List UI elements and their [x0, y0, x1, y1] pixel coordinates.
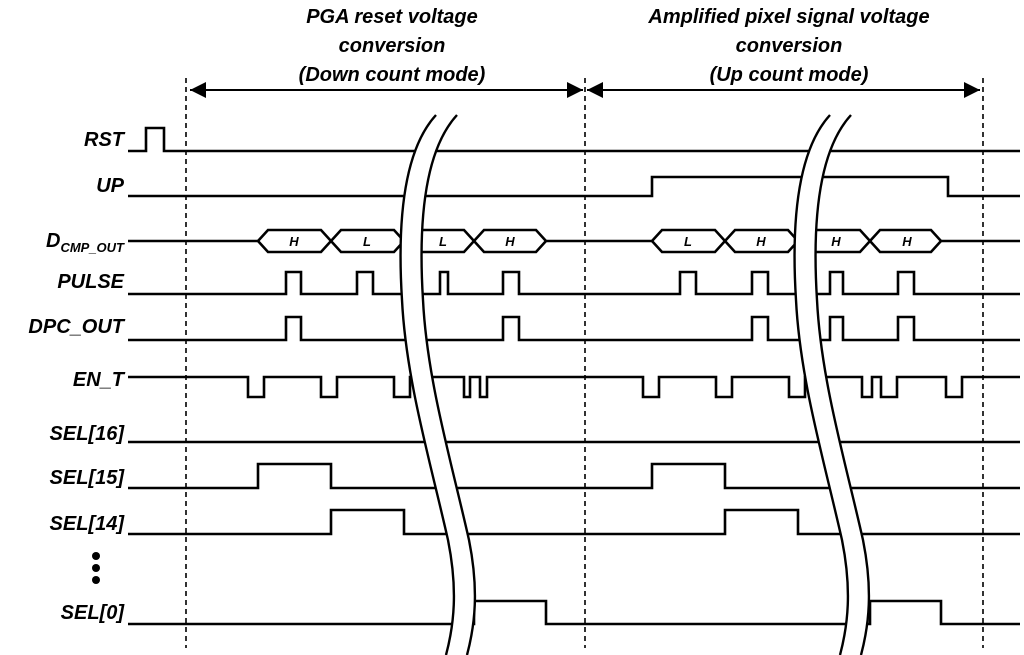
phase2-title-line3: (Up count mode)	[710, 64, 869, 86]
time-break-line	[814, 114, 871, 655]
wave-dpc-out	[128, 315, 1020, 342]
wave-dcmp-out: H L L H L H H H	[128, 228, 1020, 254]
wave-sel14	[128, 508, 1020, 536]
dcmp-hex	[472, 228, 548, 254]
dcmp-value-label: L	[684, 234, 692, 249]
label-sel15: SEL[15]	[50, 467, 126, 489]
label-dpc-out: DPC_OUT	[28, 316, 125, 338]
phase1-title-line2: conversion	[339, 35, 446, 57]
time-break-line	[420, 114, 477, 655]
dcmp-hex	[868, 228, 943, 254]
phase2-title-line1: Amplified pixel signal voltage	[647, 6, 929, 28]
wave-sel15	[128, 462, 1020, 490]
ellipsis-dot-1	[92, 552, 100, 560]
dcmp-value-label: H	[505, 234, 515, 249]
phase1-title-line1: PGA reset voltage	[306, 6, 478, 28]
ellipsis-dot-3	[92, 576, 100, 584]
dcmp-value-label: H	[902, 234, 912, 249]
time-break-mask	[400, 115, 475, 655]
ellipsis-dot-2	[92, 564, 100, 572]
phase2-title-line2: conversion	[736, 35, 843, 57]
label-sel16: SEL[16]	[50, 423, 126, 445]
label-dcmp: DCMP_OUT	[46, 230, 125, 255]
label-dcmp-sub: CMP_OUT	[60, 240, 125, 255]
phase1-title-line3: (Down count mode)	[299, 64, 486, 86]
dcmp-value-label: L	[439, 234, 447, 249]
wave-en-t	[128, 375, 1020, 399]
time-break-line	[793, 114, 850, 655]
label-pulse: PULSE	[57, 271, 124, 293]
label-en-t: EN_T	[73, 369, 126, 391]
label-up: UP	[96, 175, 124, 197]
wave-pulse	[128, 270, 1020, 296]
label-rst: RST	[84, 129, 126, 151]
wave-rst	[128, 126, 1020, 153]
time-break-phase2	[793, 114, 871, 655]
label-sel0: SEL[0]	[61, 602, 126, 624]
dcmp-value-label: H	[289, 234, 299, 249]
wave-up	[128, 175, 1020, 198]
dcmp-value-label: H	[756, 234, 766, 249]
wave-sel0	[128, 599, 1020, 626]
time-break-phase1	[399, 114, 477, 655]
dcmp-value-label: L	[363, 234, 371, 249]
label-sel14: SEL[14]	[50, 513, 126, 535]
time-break-mask	[794, 115, 869, 655]
time-break-line	[399, 114, 456, 655]
label-dcmp-main: D	[46, 230, 60, 252]
dcmp-value-label: H	[831, 234, 841, 249]
